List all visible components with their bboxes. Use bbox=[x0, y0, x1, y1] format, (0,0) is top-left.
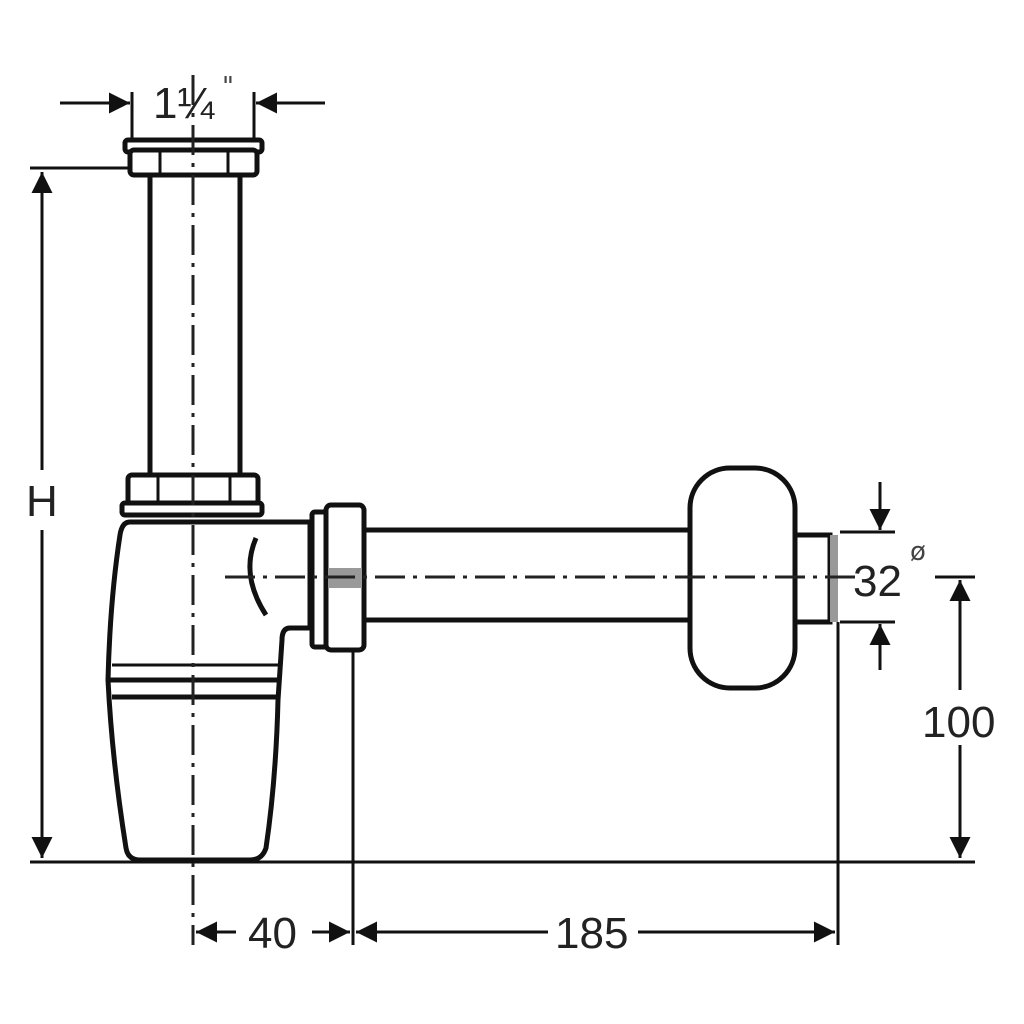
outlet-height-label: 100 bbox=[922, 698, 995, 747]
diameter-symbol: ø bbox=[910, 537, 926, 567]
vertical-tailpiece bbox=[147, 169, 243, 481]
outlet-diameter-label: 32 bbox=[853, 557, 902, 606]
horizontal-pipe bbox=[359, 527, 700, 623]
height-label: H bbox=[26, 477, 58, 526]
axis-offset-label: 40 bbox=[248, 909, 297, 958]
inlet-size-label: 1¼ bbox=[153, 79, 215, 128]
inlet-unit-label: " bbox=[222, 72, 234, 102]
outlet-length-label: 185 bbox=[555, 909, 628, 958]
trap-body bbox=[105, 519, 313, 863]
